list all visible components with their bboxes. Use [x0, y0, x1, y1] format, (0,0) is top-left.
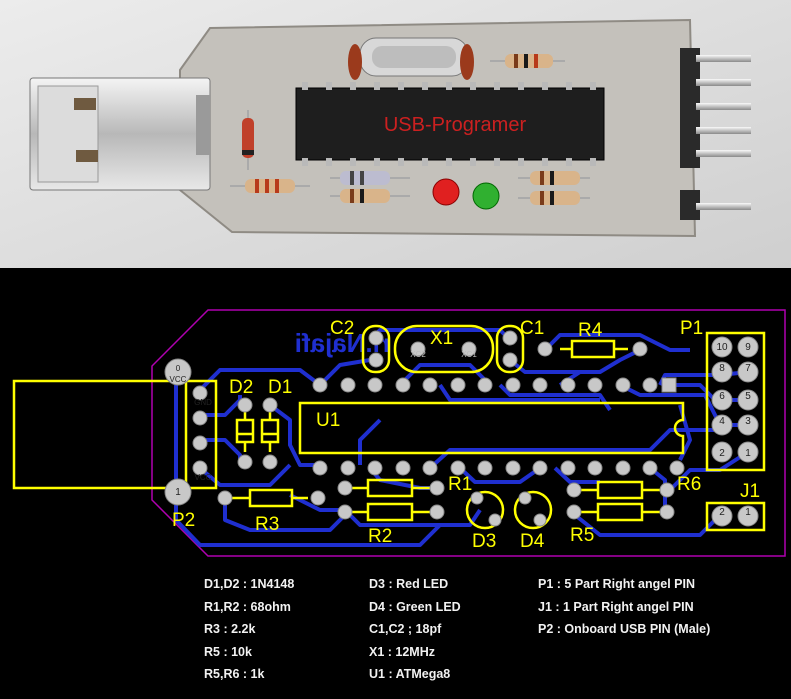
p2-pad-label: 1 [175, 487, 181, 498]
legend-item: P1 : 5 Part Right angel PIN [538, 577, 695, 591]
legend-item: R3 : 2.2k [204, 622, 256, 636]
p2-header-outline [184, 379, 218, 490]
legend-item: R1,R2 : 68ohm [204, 599, 291, 614]
board-outline [151, 309, 786, 557]
resistor [490, 54, 565, 68]
j1-header-outline [705, 501, 766, 532]
resistor-pair [330, 171, 410, 203]
p1-header-outline [705, 331, 766, 472]
p1-pin-label: 4 [719, 416, 725, 427]
red-led [432, 178, 460, 206]
legend-item: J1 : 1 Part Right angel PIN [538, 599, 694, 614]
usb-footprint [12, 379, 172, 490]
ref-r1: R1 [448, 474, 472, 495]
ref-p1: P1 [680, 318, 703, 339]
atmega-chip [295, 87, 605, 161]
green-led [472, 182, 500, 210]
ref-d3: D3 [472, 531, 496, 552]
legend-item: D4 : Green LED [369, 599, 461, 614]
legend-column-2: D3 : Red LED D4 : Green LED C1,C2 ; 18pf… [369, 573, 461, 686]
ref-c2: C2 [330, 318, 354, 339]
p1-pin-label: 6 [719, 391, 725, 402]
chip-label: USB-Programer [384, 114, 527, 136]
legend-item: R5,R6 : 1k [204, 667, 265, 681]
p1-pin-label: 7 [745, 363, 751, 374]
x1-pad-label: XC1 [461, 350, 477, 359]
p2-vcc-label: VCC [170, 375, 187, 384]
ref-r6: R6 [677, 474, 701, 495]
ref-d1: D1 [268, 377, 292, 398]
silkscreen [12, 324, 766, 532]
p2-vcc2-label: VCC [195, 473, 212, 482]
ref-c1: C1 [520, 318, 544, 339]
p1-pin-label: 10 [716, 342, 728, 353]
p1-pin-label: 5 [745, 391, 751, 402]
pcb-layout: ri.Najafi [0, 268, 791, 699]
j1-pin-label: 1 [745, 507, 751, 518]
ref-r4: R4 [578, 320, 603, 341]
j1-pin-label: 2 [719, 507, 725, 518]
legend-item: D1,D2 : 1N4148 [204, 577, 295, 591]
p1-pin-label: 8 [719, 363, 725, 374]
crystal [348, 37, 474, 80]
ref-x1: X1 [430, 328, 453, 349]
header-pins [680, 48, 751, 220]
ref-j1: J1 [740, 481, 760, 502]
usb-plug [29, 77, 211, 191]
ref-d2: D2 [229, 377, 253, 398]
resistor [230, 179, 310, 193]
chip-pins [302, 82, 596, 166]
ref-d4: D4 [520, 531, 545, 552]
ref-r5: R5 [570, 525, 594, 546]
diode [242, 110, 254, 170]
legend-column-3: P1 : 5 Part Right angel PIN J1 : 1 Part … [538, 573, 710, 641]
p1-pin-label: 2 [719, 448, 725, 459]
legend-item: P2 : Onboard USB PIN (Male) [538, 622, 711, 636]
ref-r3: R3 [255, 514, 279, 535]
resistor-pair [518, 171, 590, 205]
x1-pad-label: XC2 [410, 350, 426, 359]
legend-item: R5 : 10k [204, 644, 252, 659]
legend-column-1: D1,D2 : 1N4148 R1,R2 : 68ohm R3 : 2.2k R… [204, 573, 294, 686]
legend-item: U1 : ATMega8 [369, 667, 451, 681]
p1-pin-label: 1 [745, 448, 751, 459]
legend-item: C1,C2 ; 18pf [369, 622, 442, 636]
legend-item: X1 : 12MHz [369, 644, 435, 659]
p1-pin-label: 3 [745, 416, 751, 427]
pads [164, 330, 759, 527]
ref-u1: U1 [316, 410, 340, 431]
p2-pad-label: 0 [176, 364, 181, 373]
ref-r2: R2 [368, 526, 392, 547]
board-photo: USB-Programer [0, 0, 791, 268]
ref-p2: P2 [172, 510, 195, 531]
p1-pin-label: 9 [745, 342, 751, 353]
legend-item: D3 : Red LED [369, 577, 449, 591]
p2-gnd-label: GND [194, 398, 212, 407]
